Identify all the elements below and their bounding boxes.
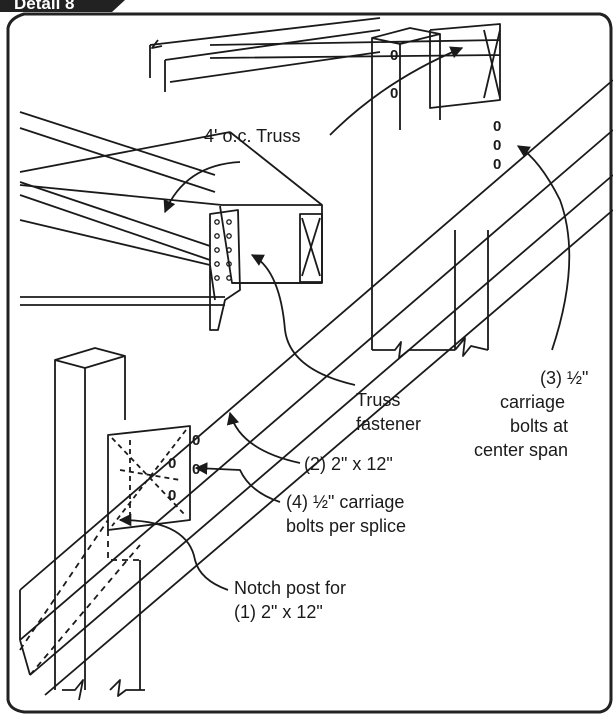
arrow-truss-fastener [250, 254, 356, 386]
truss-stub-right [209, 23, 501, 109]
main-beam [19, 79, 613, 696]
arrow-truss-left [163, 161, 241, 214]
bolt-holes: 0 0 0 0 0 0 0 0 0 [168, 47, 501, 504]
label-center-bolts: bolts at [510, 416, 568, 436]
bolt-hole: 0 [192, 432, 200, 449]
arrow-beam [226, 411, 301, 464]
line-art [19, 17, 613, 701]
arrow-truss-right [329, 46, 464, 136]
back-plate [19, 111, 216, 261]
arrow-splice-bolts [194, 462, 281, 503]
header-tab [0, 0, 125, 12]
bolt-hole: 0 [493, 137, 501, 154]
bolt-hole: 0 [493, 118, 501, 135]
label-notch: Notch post for [234, 578, 346, 598]
truss-fastener-plate [209, 209, 241, 331]
label-splice-bolts: (4) ½" carriage [286, 492, 404, 512]
bolt-hole: 0 [168, 455, 176, 472]
bolt-hole: 0 [168, 487, 176, 504]
bolt-hole: 0 [192, 461, 200, 478]
left-post [54, 347, 141, 690]
right-post [371, 27, 489, 350]
label-truss-fastener: fastener [356, 414, 421, 434]
top-rafter [149, 17, 381, 92]
fastener-plate-holes [214, 219, 232, 281]
label-truss-fastener: Truss [356, 390, 400, 410]
bolt-hole: 0 [390, 85, 398, 102]
bolt-hole: 0 [390, 47, 398, 64]
label-splice-bolts: bolts per splice [286, 516, 406, 536]
arrow-center-bolts [516, 145, 571, 351]
label-center-bolts: center span [474, 440, 568, 460]
truss-end-box [299, 213, 323, 283]
label-truss: 4' o.c. Truss [204, 126, 300, 146]
label-center-bolts: carriage [500, 392, 565, 412]
header-tab-label: Detail 8 [14, 0, 74, 13]
bolt-hole: 0 [493, 156, 501, 173]
outer-frame [6, 12, 613, 714]
splice-plate [107, 425, 191, 531]
label-notch: (1) 2" x 12" [234, 602, 323, 622]
arrow-notch [118, 513, 229, 591]
label-beam: (2) 2" x 12" [304, 454, 393, 474]
label-center-bolts: (3) ½" [540, 368, 588, 388]
truss-chord-left [19, 131, 323, 284]
